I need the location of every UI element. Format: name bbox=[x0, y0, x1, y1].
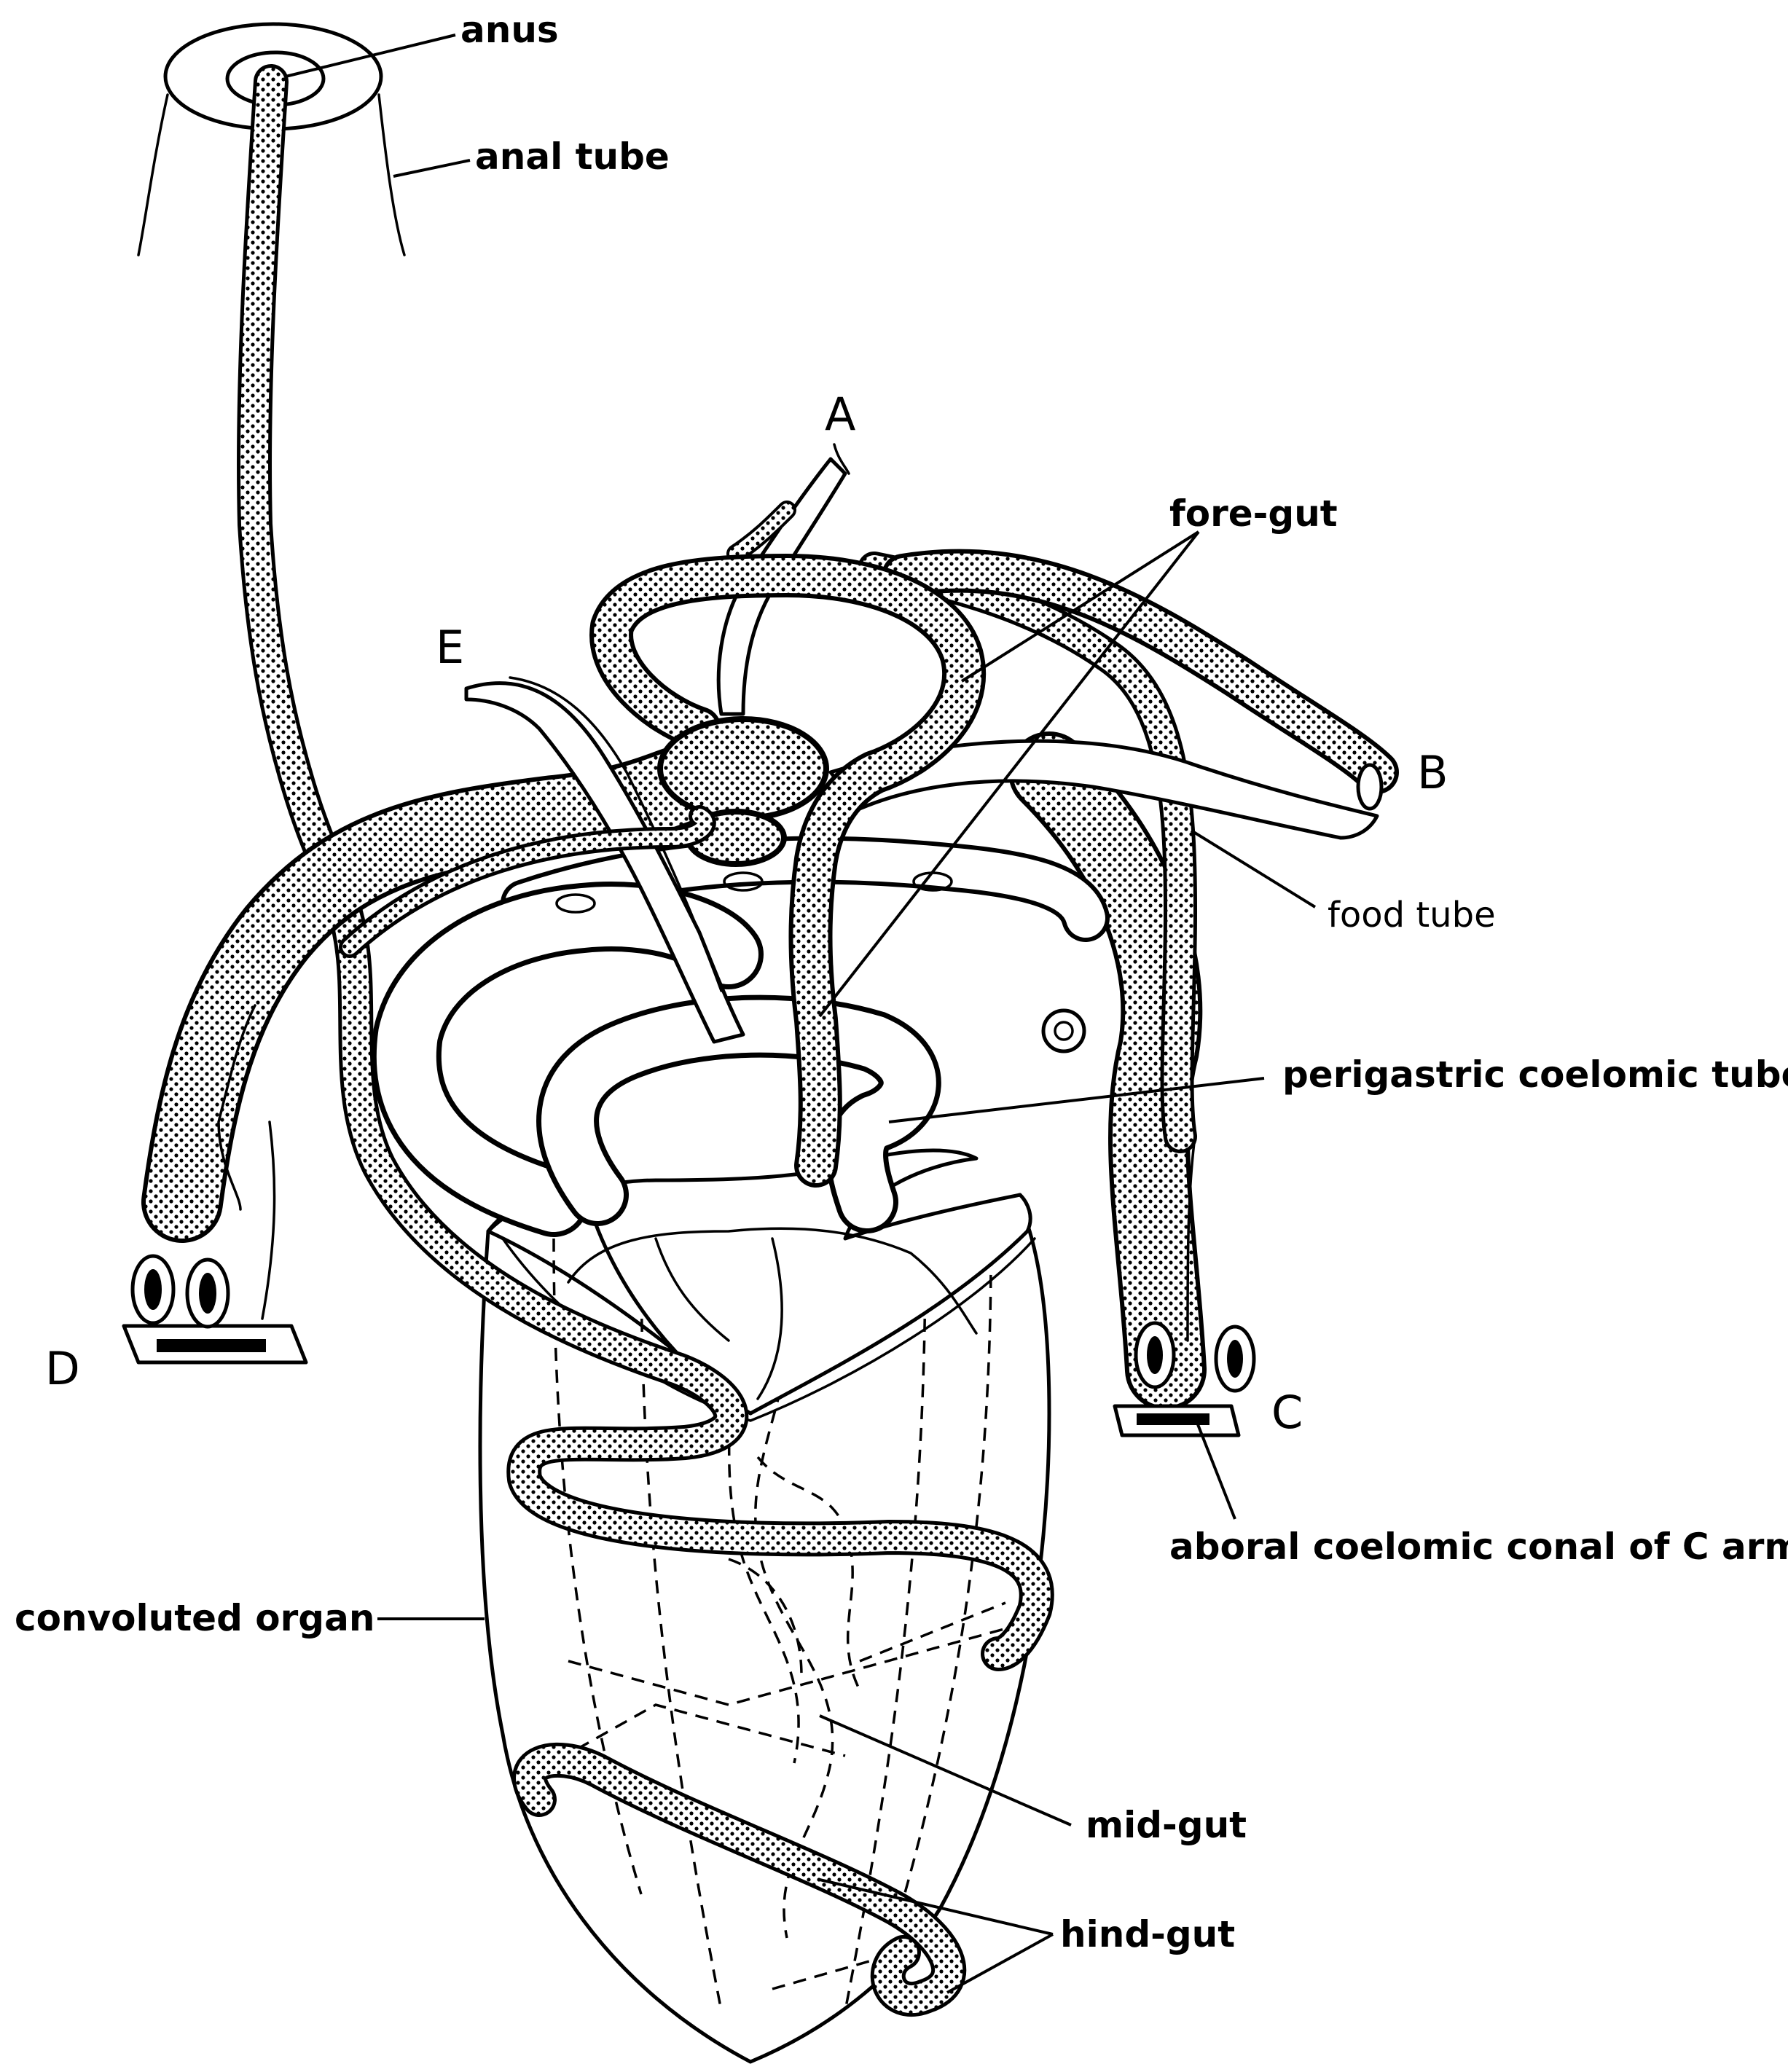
label-anal-tube: anal tube bbox=[393, 136, 670, 178]
label-fore-gut-text: fore-gut bbox=[1169, 493, 1338, 535]
arm-c bbox=[1049, 772, 1254, 1435]
label-mid-gut-text: mid-gut bbox=[1086, 1804, 1247, 1846]
label-aboral-coelomic-canal: aboral coelomic conal of C arm bbox=[1169, 1417, 1788, 1568]
label-arm-b: B bbox=[1417, 746, 1448, 799]
label-anus-text: anus bbox=[460, 9, 559, 51]
label-convoluted-organ: convoluted organ bbox=[15, 1597, 485, 1639]
label-arm-e: E bbox=[436, 621, 464, 674]
perigastric-coelomic-tube bbox=[407, 860, 1086, 1202]
label-hind-gut-text: hind-gut bbox=[1060, 1913, 1235, 1955]
label-arm-d: D bbox=[45, 1342, 80, 1395]
label-arm-a: A bbox=[825, 388, 855, 441]
label-food-tube: food tube bbox=[1191, 831, 1496, 935]
label-perigastric-coelomic-tube-text: perigastric coelomic tube bbox=[1282, 1053, 1788, 1096]
label-aboral-coelomic-canal-text: aboral coelomic conal of C arm bbox=[1169, 1526, 1788, 1568]
label-food-tube-text: food tube bbox=[1328, 895, 1496, 935]
label-convoluted-organ-text: convoluted organ bbox=[15, 1597, 375, 1639]
label-perigastric-coelomic-tube: perigastric coelomic tube bbox=[889, 1053, 1788, 1122]
label-arm-c: C bbox=[1271, 1386, 1303, 1439]
label-anal-tube-text: anal tube bbox=[475, 136, 670, 178]
